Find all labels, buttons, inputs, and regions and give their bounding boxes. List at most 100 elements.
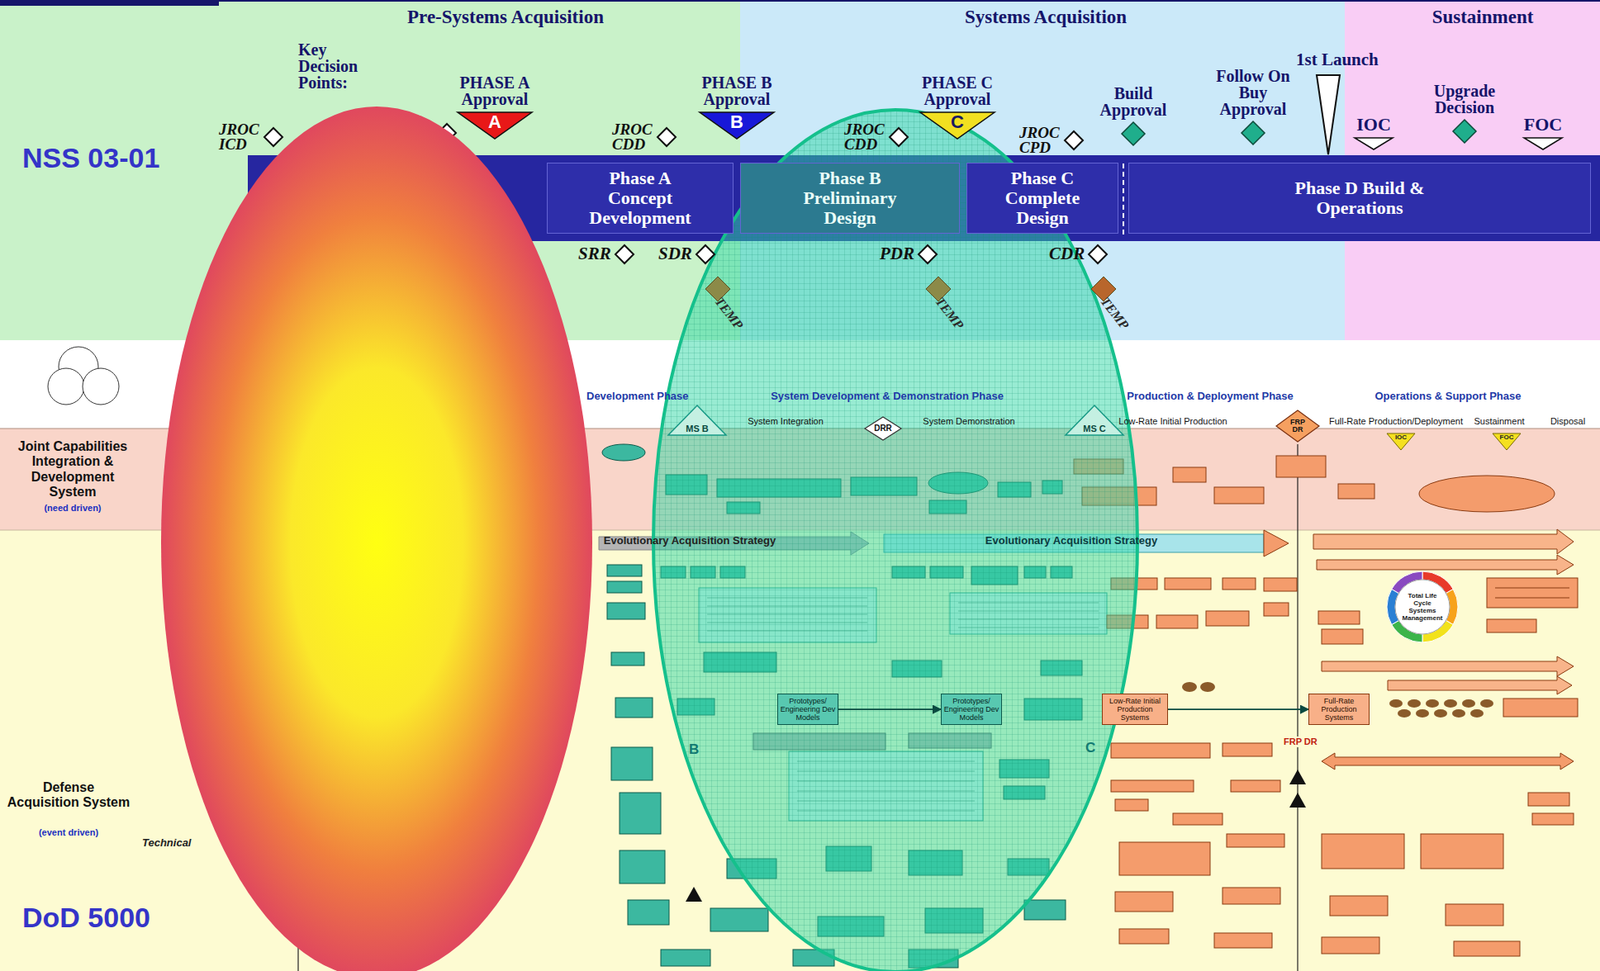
label-holder: System Demonstration xyxy=(922,416,1015,428)
subphase-name: System Demonstration xyxy=(922,416,1015,428)
approval-point: PHASE A ApprovalA xyxy=(432,74,557,140)
review-diamond xyxy=(696,245,715,264)
jroc-diamond xyxy=(1063,130,1084,151)
capability-triangle xyxy=(1492,433,1521,451)
decision-diamond xyxy=(1240,120,1266,146)
activity-box xyxy=(1338,484,1375,499)
approval-triangle xyxy=(699,112,774,139)
flow-arrow xyxy=(1167,708,1309,711)
phase-name: Operations & Support Phase xyxy=(1375,390,1522,404)
review-diamond xyxy=(615,245,634,264)
approval-diamond: Build Approval xyxy=(1091,85,1175,147)
capability-triangle xyxy=(1524,137,1563,150)
label-holder: System Integration xyxy=(747,416,824,428)
review-diamond xyxy=(614,244,635,265)
approval-heading: PHASE B Approval xyxy=(674,74,799,108)
system-name: Defense Acquisition System xyxy=(6,780,131,812)
approval-letter: A xyxy=(456,111,533,133)
activity-box xyxy=(1119,842,1211,876)
activity-box xyxy=(1110,780,1194,793)
activity-box xyxy=(607,564,642,577)
activity-box xyxy=(1226,834,1285,848)
label-holder: Key Decision Points: xyxy=(298,41,381,91)
activity-box xyxy=(607,602,646,620)
strategy-label: Evolutionary Acquisition Strategy xyxy=(603,535,776,548)
activity-box xyxy=(619,850,665,884)
capability-triangle xyxy=(1386,433,1415,451)
review-diamond xyxy=(917,244,938,265)
red-oval-overlay xyxy=(161,106,593,971)
jroc-diamond xyxy=(263,127,284,148)
approval-triangle: A xyxy=(456,111,533,140)
venn-circle xyxy=(47,346,119,405)
activity-box xyxy=(1024,900,1066,921)
strategy-arrow xyxy=(1316,555,1574,575)
design-review: CDR xyxy=(1049,244,1108,265)
standard-name: NSS 03-01 xyxy=(22,142,160,175)
phase-band xyxy=(1122,163,1125,235)
decision-diamond xyxy=(1452,119,1477,143)
decision-diamond xyxy=(1452,118,1477,144)
title-bar xyxy=(0,0,1600,6)
strategy-arrow xyxy=(1313,529,1574,555)
review-diamond xyxy=(917,244,938,265)
activity-box xyxy=(1073,455,1578,957)
vehicle-icon xyxy=(1480,699,1494,708)
strategy-arrow xyxy=(1263,530,1289,557)
launch-marker xyxy=(1315,74,1341,156)
decision-label: Follow On Buy Approval xyxy=(1215,67,1291,118)
phase-box: Phase B Preliminary Design xyxy=(740,162,960,234)
capability-triangle xyxy=(1353,137,1394,151)
review-diamond xyxy=(1087,244,1108,265)
jroc-diamond xyxy=(263,127,284,148)
decision-diamond xyxy=(864,417,902,441)
approval-heading: PHASE A Approval xyxy=(432,74,557,108)
phase-heading: Sustainment xyxy=(1432,6,1534,29)
strategy-arrow xyxy=(1387,676,1572,695)
phase-box: Phase C Complete Design xyxy=(966,162,1119,234)
design-review: SRR xyxy=(578,244,635,265)
decision-label: Upgrade Decision xyxy=(1423,82,1506,116)
label-holder: Sustainment xyxy=(1432,6,1534,29)
label-holder: FRP DR xyxy=(1281,736,1320,748)
label-holder: Low-Rate Initial Production xyxy=(1118,416,1227,428)
label-holder: Operations & Support Phase xyxy=(1375,390,1522,404)
vehicle-icon xyxy=(1470,709,1484,718)
activity-box xyxy=(660,949,711,967)
label-holder: Defense Acquisition System xyxy=(6,780,131,812)
label-holder: (event driven) xyxy=(38,827,99,839)
milestone-triangle: MS B xyxy=(667,404,727,437)
activity-box xyxy=(1110,743,1211,759)
phase-box: Phase D Build & Operations xyxy=(1128,162,1591,234)
activity-box: Low-Rate Initial Production Systems xyxy=(1101,693,1168,726)
activity-box xyxy=(1119,929,1169,945)
jroc-label: JROC CDD xyxy=(612,122,653,152)
activity-box xyxy=(611,747,653,781)
temp-label: TEMP xyxy=(712,294,746,333)
vehicle-icon xyxy=(1425,699,1439,708)
activity-box xyxy=(1329,896,1388,917)
list-line xyxy=(1495,588,1570,599)
activity-box: Prototypes/ Engineering Dev Models xyxy=(940,693,1002,726)
label-holder: Sustainment xyxy=(1473,416,1525,428)
decision-diamond xyxy=(1121,122,1145,146)
review-label: CDR xyxy=(1049,244,1085,264)
temp-marker: TEMP xyxy=(1090,275,1167,346)
activity-box xyxy=(1156,615,1198,629)
subphase-name: Full-Rate Production/Deployment xyxy=(1329,416,1463,428)
label-holder: Production & Deployment Phase xyxy=(1126,390,1294,404)
activity-box xyxy=(710,908,769,932)
activity-box xyxy=(1486,578,1578,608)
capability-marker: FOC xyxy=(1516,115,1570,151)
activity-box xyxy=(1321,834,1405,869)
decision-label: FRP DR xyxy=(1286,418,1310,435)
label-holder: C xyxy=(1085,740,1096,757)
approval-diamond: Upgrade Decision xyxy=(1423,82,1506,144)
review-triangle xyxy=(685,887,703,903)
activity-box: Full-Rate Production Systems xyxy=(1308,693,1370,726)
approval-triangle xyxy=(920,112,995,139)
activity-box xyxy=(1445,904,1504,926)
subphase-name: Disposal xyxy=(1550,416,1586,428)
capability-triangle: IOC xyxy=(1386,432,1416,452)
lifecycle-label: Total Life Cycle Systems Management xyxy=(1399,592,1446,622)
